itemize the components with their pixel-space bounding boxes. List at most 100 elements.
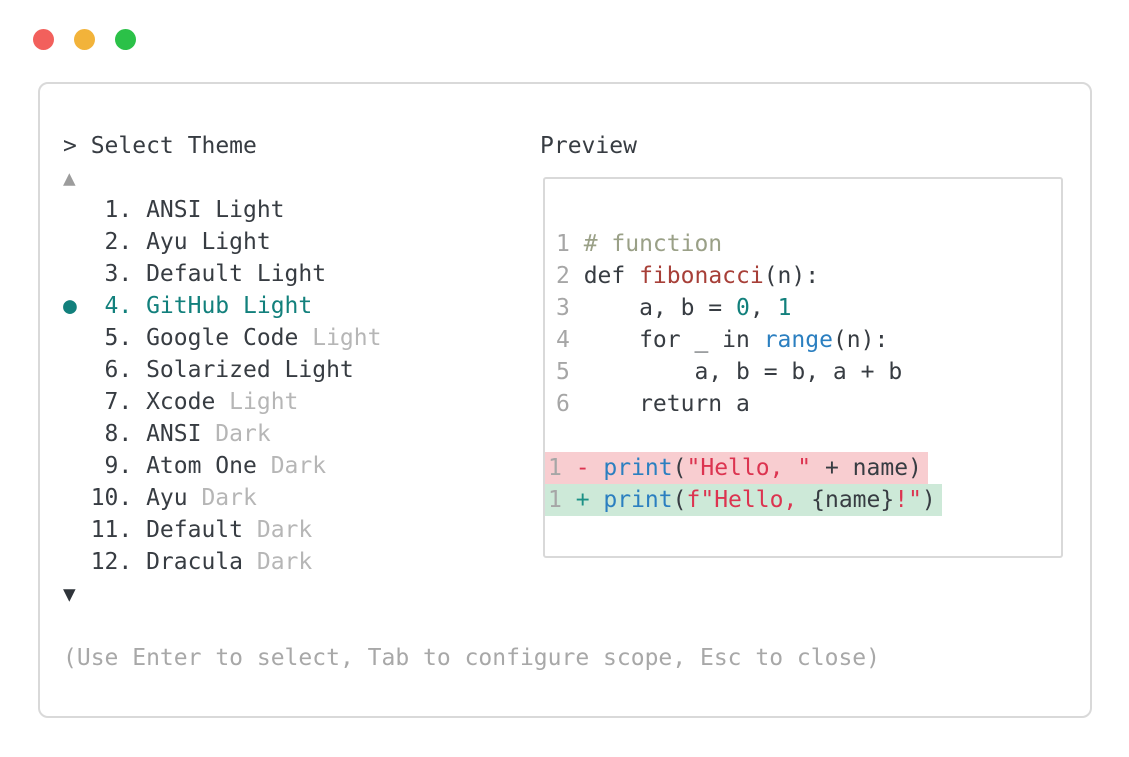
code-token-str: !"	[894, 487, 922, 513]
code-token-str: f"Hello,	[686, 487, 812, 513]
theme-item-variant: Light	[312, 325, 382, 351]
line-number: 5	[556, 359, 570, 385]
theme-item-number: 10.	[90, 485, 133, 511]
theme-list-item[interactable]: 6. Solarized Light	[63, 354, 381, 386]
theme-list-item[interactable]: 5. Google Code Light	[63, 322, 382, 354]
code-line: 3 a, b = 0, 1	[556, 292, 1061, 324]
theme-item-number: 11.	[90, 517, 133, 543]
theme-item-name: GitHub	[146, 293, 230, 319]
code-line: 6 return a	[556, 388, 1061, 420]
theme-item-number: 8.	[104, 421, 133, 447]
code-line: 1 + print(f"Hello, {name}!")	[545, 484, 1061, 516]
code-token-func: fibonacci	[639, 263, 764, 289]
code-token-text: a, b = b, a + b	[583, 359, 903, 385]
code-token-text: {name}	[811, 487, 895, 513]
theme-list-item[interactable]: 1. ANSI Light	[63, 194, 381, 226]
theme-item-variant: Light	[256, 261, 327, 287]
code-token-builtin: range	[763, 327, 833, 353]
theme-list-item[interactable]: 12. Dracula Dark	[63, 546, 381, 578]
theme-list-item[interactable]: 9. Atom One Dark	[63, 450, 381, 482]
code-token-text: + name)	[811, 455, 922, 481]
theme-item-variant: Dark	[201, 485, 257, 511]
code-token-text: (	[672, 455, 687, 481]
theme-item-name: Google Code	[146, 325, 299, 351]
theme-list-item[interactable]: 8. ANSI Dark	[63, 418, 381, 450]
minimize-button[interactable]	[74, 29, 95, 50]
code-token-comment: # function	[583, 231, 723, 257]
theme-list-item[interactable]: 10. Ayu Dark	[63, 482, 381, 514]
theme-item-name: Default	[146, 517, 243, 543]
code-token-builtin: print	[603, 487, 673, 513]
code-token-text: (n):	[763, 263, 820, 289]
theme-item-name: Xcode	[146, 389, 216, 415]
theme-item-name: ANSI	[146, 197, 202, 223]
theme-item-variant: Light	[215, 197, 285, 223]
code-token-sign-add: +	[575, 487, 604, 513]
theme-list-item[interactable]: 2. Ayu Light	[63, 226, 381, 258]
theme-item-number: 12.	[90, 549, 133, 575]
code-token-sign-del: -	[575, 455, 604, 481]
line-number: 6	[556, 391, 570, 417]
theme-item-name: ANSI	[146, 421, 202, 447]
code-line: 1 # function	[556, 228, 1061, 260]
code-token-text: (n):	[832, 327, 889, 353]
line-number: 1	[548, 455, 562, 481]
scroll-down-icon[interactable]: ▼	[63, 582, 76, 606]
theme-item-number: 9.	[104, 453, 133, 479]
theme-item-number: 1.	[104, 197, 133, 223]
theme-item-name: Atom One	[146, 453, 257, 479]
code-token-text: (	[672, 487, 687, 513]
help-text: (Use Enter to select, Tab to configure s…	[63, 645, 880, 671]
code-token-text: for _ in	[583, 327, 764, 353]
preview-label: Preview	[540, 133, 637, 159]
code-token-num: 0	[736, 295, 750, 321]
line-number: 1	[548, 487, 562, 513]
theme-list-item[interactable]: ● 4. GitHub Light	[63, 290, 381, 322]
line-number: 3	[556, 295, 570, 321]
theme-item-name: Solarized	[146, 357, 271, 383]
code-line: 4 for _ in range(n):	[556, 324, 1061, 356]
theme-item-number: 4.	[104, 293, 133, 319]
code-line: 2 def fibonacci(n):	[556, 260, 1061, 292]
theme-list-item[interactable]: 7. Xcode Light	[63, 386, 381, 418]
code-line	[556, 420, 1061, 452]
line-number: 1	[556, 231, 570, 257]
code-token-builtin: print	[603, 455, 673, 481]
theme-item-name: Ayu	[146, 485, 188, 511]
theme-item-variant: Dark	[215, 421, 271, 447]
code-line: 5 a, b = b, a + b	[556, 356, 1061, 388]
code-token-text: def	[583, 263, 640, 289]
theme-item-variant: Light	[229, 389, 299, 415]
theme-item-variant: Light	[243, 293, 313, 319]
line-number: 2	[556, 263, 570, 289]
code-token-text: )	[921, 487, 936, 513]
traffic-lights	[33, 29, 136, 50]
theme-list-item[interactable]: 3. Default Light	[63, 258, 381, 290]
scroll-up-icon[interactable]: ▲	[63, 166, 76, 190]
theme-item-name: Default	[146, 261, 243, 287]
close-button[interactable]	[33, 29, 54, 50]
line-number: 4	[556, 327, 570, 353]
theme-list-item[interactable]: 11. Default Dark	[63, 514, 381, 546]
code-token-str: "Hello, "	[686, 455, 812, 481]
theme-item-variant: Light	[284, 357, 354, 383]
selected-bullet-icon: ●	[63, 293, 77, 319]
code-token-text: return a	[583, 391, 750, 417]
theme-item-number: 3.	[104, 261, 133, 287]
theme-item-number: 2.	[104, 229, 133, 255]
code-token-num: 1	[777, 295, 792, 321]
theme-item-variant: Dark	[270, 453, 327, 479]
code-token-text: ,	[749, 295, 778, 321]
theme-item-variant: Dark	[256, 549, 313, 575]
theme-item-name: Dracula	[146, 549, 243, 575]
zoom-button[interactable]	[115, 29, 136, 50]
theme-item-number: 6.	[104, 357, 133, 383]
theme-item-name: Ayu	[146, 229, 188, 255]
code-token-text: a, b =	[583, 295, 737, 321]
theme-item-number: 7.	[104, 389, 133, 415]
theme-item-number: 5.	[104, 325, 133, 351]
